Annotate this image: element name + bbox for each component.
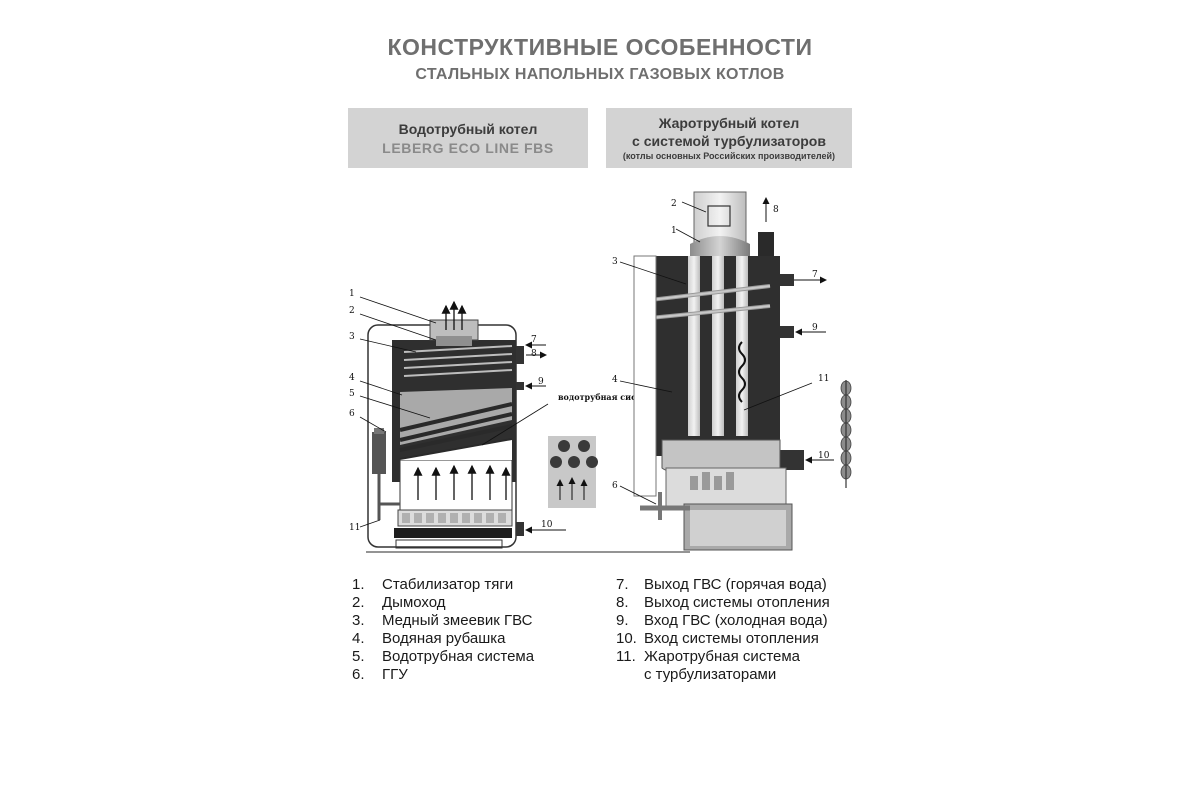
legend-text: Водотрубная система xyxy=(382,648,535,665)
legend-number: 7. xyxy=(616,576,629,593)
legend-text: Дымоход xyxy=(382,594,446,611)
legend-item: 6. ГГУ xyxy=(352,666,534,684)
legend-item: 4. Водяная рубашка xyxy=(352,630,534,648)
legend-left-column: 1. Стабилизатор тяги 2. Дымоход 3. Медный з… xyxy=(352,576,534,684)
legend-item: 8. Выход системы отопления xyxy=(616,594,830,612)
legend-text: Вход ГВС (холодная вода) xyxy=(644,612,828,629)
subtitle: СТАЛЬНЫХ НАПОЛЬНЫХ ГАЗОВЫХ КОТЛОВ xyxy=(415,66,785,83)
right-marker-10: 10 xyxy=(818,451,830,461)
legend-number: 10. xyxy=(616,630,637,647)
left-marker-10: 10 xyxy=(541,520,553,530)
legend-item: 3. Медный змеевик ГВС xyxy=(352,612,534,630)
legend-number: 6. xyxy=(352,666,365,683)
legend-number: 2. xyxy=(352,594,365,611)
left-marker-11: 11 xyxy=(349,523,360,533)
left-marker-2: 2 xyxy=(349,306,355,316)
legend-number: 11. xyxy=(616,648,636,665)
right-marker-2: 2 xyxy=(671,199,677,209)
turbulator-detail xyxy=(840,380,852,488)
left-panel-header: Водотрубный котел LEBERG ECO LINE FBS xyxy=(348,108,588,168)
left-header-title: Водотрубный котел xyxy=(398,121,538,137)
right-header-title: Жаротрубный котел xyxy=(658,115,800,131)
right-header-note: (котлы основных Российских производителе… xyxy=(622,151,836,161)
legend-item: 7. Выход ГВС (горячая вода) xyxy=(616,576,830,594)
legend-number: 5. xyxy=(352,648,365,665)
right-diagram-markers: 2 1 3 4 6 7 8 9 10 11 xyxy=(612,199,830,491)
left-marker-1: 1 xyxy=(349,289,355,299)
right-marker-9: 9 xyxy=(812,323,818,333)
legend-text: Выход ГВС (горячая вода) xyxy=(644,576,827,593)
legend-item: 2. Дымоход xyxy=(352,594,534,612)
left-marker-9: 9 xyxy=(538,377,544,387)
legend-text: Выход системы отопления xyxy=(644,594,830,611)
legend-item: 11. Жаротрубная система xyxy=(616,648,830,666)
legend-item: 1. Стабилизатор тяги xyxy=(352,576,534,594)
left-marker-8: 8 xyxy=(531,349,537,359)
legend-number: 1. xyxy=(352,576,365,593)
legend-number: 8. xyxy=(616,594,629,611)
legend-item: 9. Вход ГВС (холодная вода) xyxy=(616,612,830,630)
legend-text: ГГУ xyxy=(382,666,408,683)
right-marker-6: 6 xyxy=(612,481,618,491)
legend-text: с турбулизаторами xyxy=(644,666,777,683)
left-diagram-markers: 1 2 3 4 5 6 7 8 9 10 11 водотрубная сист… xyxy=(349,289,658,533)
left-marker-7: 7 xyxy=(531,335,537,345)
main-title: КОНСТРУКТИВНЫЕ ОСОБЕННОСТИ xyxy=(387,34,813,60)
legend-item: 5. Водотрубная система xyxy=(352,648,534,666)
water-tube-callout-label: водотрубная система xyxy=(558,392,658,402)
legend-text: Стабилизатор тяги xyxy=(382,576,514,593)
left-header-brand: LEBERG ECO LINE FBS xyxy=(382,140,554,156)
right-header-subtitle: с системой турбулизаторов xyxy=(632,133,826,149)
right-marker-8: 8 xyxy=(773,205,779,215)
left-marker-3: 3 xyxy=(349,332,355,342)
right-marker-3: 3 xyxy=(612,257,618,267)
legend-item: с турбулизаторами xyxy=(616,666,830,684)
right-panel-header: Жаротрубный котел с системой турбулизато… xyxy=(606,108,852,168)
legend-text: Медный змеевик ГВС xyxy=(382,612,533,629)
legend-number: 4. xyxy=(352,630,365,647)
right-marker-4: 4 xyxy=(612,375,618,385)
water-tube-boiler-drawing xyxy=(359,296,598,549)
left-marker-4: 4 xyxy=(349,373,355,383)
left-marker-6: 6 xyxy=(349,409,355,419)
right-marker-1: 1 xyxy=(671,226,677,236)
fire-tube-boiler-drawing xyxy=(619,191,834,551)
legend-item: 10. Вход системы отопления xyxy=(616,630,830,648)
legend-text: Жаротрубная система xyxy=(644,648,801,665)
left-marker-5: 5 xyxy=(349,389,355,399)
legend-number: 9. xyxy=(616,612,629,629)
right-marker-7: 7 xyxy=(812,270,818,280)
legend-number xyxy=(616,666,644,684)
legend-number: 3. xyxy=(352,612,365,629)
right-marker-11: 11 xyxy=(818,374,829,384)
legend-text: Водяная рубашка xyxy=(382,630,506,647)
legend-right-column: 7. Выход ГВС (горячая вода) 8. Выход систе… xyxy=(616,576,830,684)
legend-text: Вход системы отопления xyxy=(644,630,819,647)
